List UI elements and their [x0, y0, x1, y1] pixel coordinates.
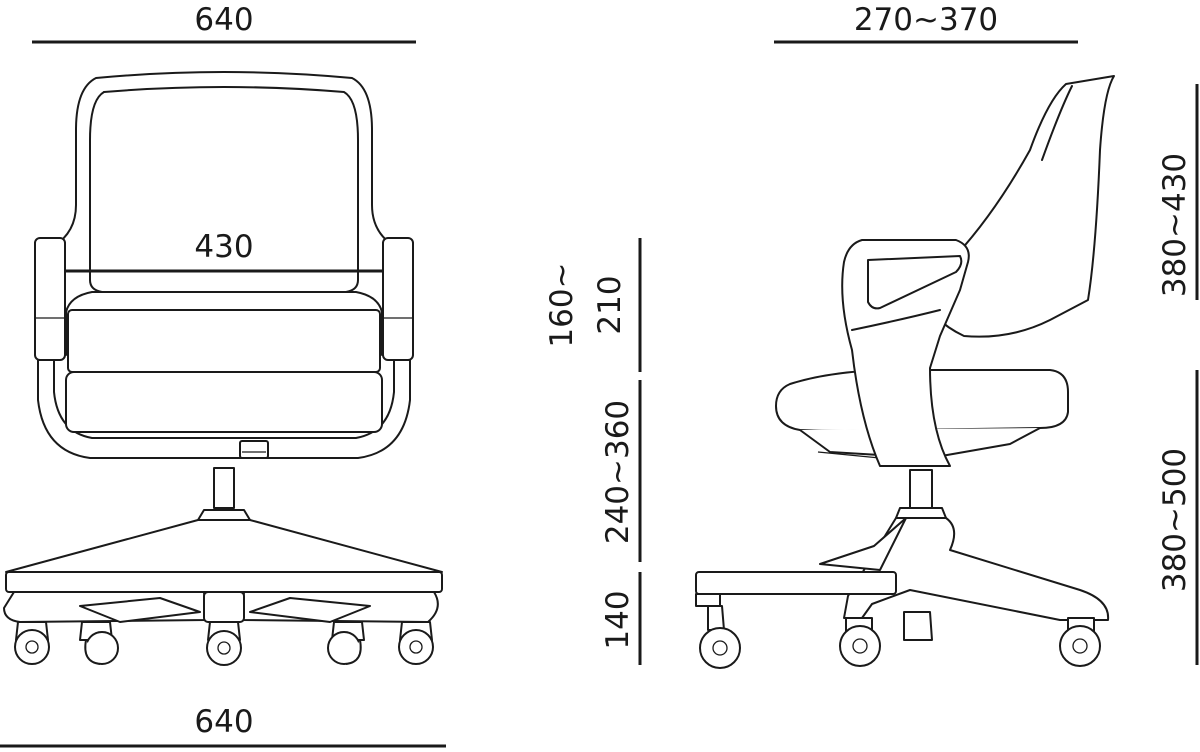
front-casters [14, 621, 434, 666]
side-armrest-shell [841, 239, 970, 467]
side-column [895, 469, 947, 519]
front-top-width-label: 640 [194, 2, 253, 38]
front-top-width-dimension: 640 [32, 2, 416, 44]
armrest-height-label-1: 160~ [544, 262, 580, 347]
armrest-height-label-2: 210 [592, 275, 628, 334]
side-base [819, 517, 1110, 641]
back-height-label: 380~430 [1157, 153, 1193, 297]
side-seat-depth-dimension: 270~370 [774, 2, 1078, 44]
front-view: 640 430 [0, 2, 446, 748]
seat-height-label: 240~360 [600, 400, 636, 544]
front-base-width-dimension: 640 [0, 704, 446, 748]
front-footrest-ring [5, 571, 443, 593]
front-seat-width-dimension: 430 [66, 229, 382, 273]
front-column [5, 467, 443, 573]
front-seat-shell [37, 309, 411, 459]
side-view: 270~370 [695, 2, 1115, 669]
front-seat-width-label: 430 [194, 229, 253, 265]
right-height-dimensions: 380~430 380~500 [1157, 84, 1199, 665]
front-backrest [53, 71, 395, 356]
front-base [3, 591, 439, 623]
side-casters [699, 605, 1101, 669]
seat-floor-height-label: 380~500 [1157, 448, 1193, 592]
side-footrest-ring [695, 571, 897, 595]
side-backrest [919, 75, 1115, 338]
center-height-dimensions: 160~ 210 240~360 140 [544, 238, 642, 665]
side-seat-depth-label: 270~370 [854, 2, 998, 38]
front-base-width-label: 640 [194, 704, 253, 740]
footrest-height-label: 140 [600, 590, 636, 649]
